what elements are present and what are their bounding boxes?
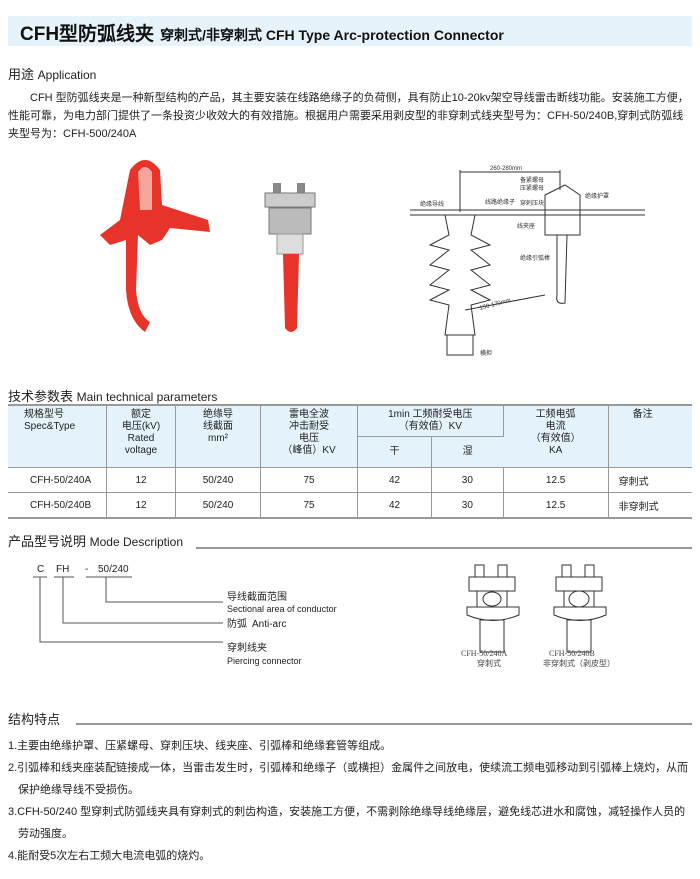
figure-type: 穿刺式 — [477, 658, 501, 668]
col-dry: 干 — [357, 436, 433, 468]
application-heading: 用途 Application — [8, 64, 96, 83]
label-piercing-block: 穿刺压块 — [520, 199, 544, 207]
figure-type: 非穿刺式（剥皮型） — [543, 658, 615, 668]
mode-item-cn: 防弧 — [227, 617, 247, 630]
col-arc: 工频电弧电流（有效值）KA — [503, 406, 609, 468]
mode-heading: 产品型号说明 Mode Description — [8, 531, 183, 550]
feature-item: 2.引弧棒和线夹座装配链接成一体，当雷击发生时，引弧棒和绝缘子（或横担）金属件之… — [8, 762, 689, 796]
feature-item: 1.主要由绝缘护罩、压紧螺母、穿刺压块、线夹座、引弧棒和绝缘套管等组成。 — [8, 740, 392, 752]
installation-diagram: 260-280mm 150-170mm 绝缘导线 线路绝缘子 备紧螺母 压紧螺母… — [410, 166, 645, 357]
feature-item: 3.CFH-50/240 型穿刺式防弧线夹具有穿刺式的刺齿构造，安装施工方便，不… — [8, 806, 686, 840]
heading-en: Mode Description — [89, 535, 184, 549]
code-c: C — [37, 564, 44, 575]
col-impulse: 雷电全波冲击耐受电压（峰值）KV — [260, 406, 358, 468]
features-list: 1.主要由绝缘护罩、压紧螺母、穿刺压块、线夹座、引弧棒和绝缘套管等组成。 2.引… — [8, 735, 692, 867]
label-arc-rod: 绝缘引弧棒 — [520, 254, 550, 262]
mode-item-en: Sectional area of conductor — [227, 604, 337, 614]
title-main: CFH型防弧线夹 — [20, 24, 155, 45]
col-note: 备注 — [608, 406, 692, 468]
mode-item-cn: 穿刺线夹 — [227, 641, 267, 654]
label-lock-nut: 备紧螺母 — [520, 176, 544, 184]
heading-cn: 用途 — [8, 67, 35, 82]
title-bar: CFH型防弧线夹穿刺式/非穿刺式 CFH Type Arc-protection… — [8, 16, 692, 46]
code-fh: FH — [56, 564, 69, 575]
figure-model: CFH-50/240A — [461, 649, 507, 658]
code-size: 50/240 — [98, 564, 129, 575]
code-dash: - — [85, 564, 88, 575]
figure-model: CFH-50/240B — [549, 649, 595, 658]
label-press-nut: 压紧螺母 — [520, 184, 544, 192]
feature-item: 4.能耐受5次左右工频大电流电弧的烧灼。 — [8, 850, 211, 862]
product-photo-red-connector — [100, 160, 210, 332]
divider — [76, 723, 692, 725]
clamp-figures: CFH-50/240A 穿刺式 CFH-50/240B 非穿刺式（剥皮型） — [461, 564, 615, 668]
application-text: CFH 型防弧线夹是一种新型结构的产品，其主要安装在线路绝缘子的负荷侧，具有防止… — [8, 92, 689, 140]
heading-en: Application — [37, 68, 97, 82]
title-sub: 穿刺式/非穿刺式 CFH Type Arc-protection Connect… — [160, 27, 504, 43]
label-clamp-base: 线夹座 — [517, 222, 535, 230]
heading-en: Main technical parameters — [76, 390, 218, 404]
label-crossarm: 横担 — [480, 349, 492, 357]
params-heading: 技术参数表 Main technical parameters — [8, 386, 217, 405]
dimension-side: 150-170mm — [479, 298, 511, 312]
col-freq: 1min 工频耐受电压（有效值）KV — [357, 406, 504, 437]
mode-item-cn: 导线截面范围 — [227, 590, 287, 603]
mode-code-diagram: C FH - 50/240 导线截面范围 Sectional area of c… — [33, 564, 337, 666]
product-photo-clamp — [264, 183, 316, 332]
label-insulating-cover: 绝缘护罩 — [585, 192, 609, 200]
page-title: CFH型防弧线夹穿刺式/非穿刺式 CFH Type Arc-protection… — [20, 19, 504, 46]
divider — [196, 547, 692, 549]
mode-item-en: Anti-arc — [252, 619, 286, 630]
features-heading: 结构特点 — [8, 712, 61, 727]
dimension-top: 260-280mm — [490, 166, 522, 172]
label-insulated-wire: 绝缘导线 — [420, 200, 444, 208]
heading-cn: 产品型号说明 — [8, 534, 87, 549]
heading-cn: 技术参数表 — [8, 389, 74, 404]
label-line-insulator: 线路绝缘子 — [485, 198, 515, 206]
col-wet: 湿 — [431, 436, 504, 468]
mode-item-en: Piercing connector — [227, 656, 302, 666]
